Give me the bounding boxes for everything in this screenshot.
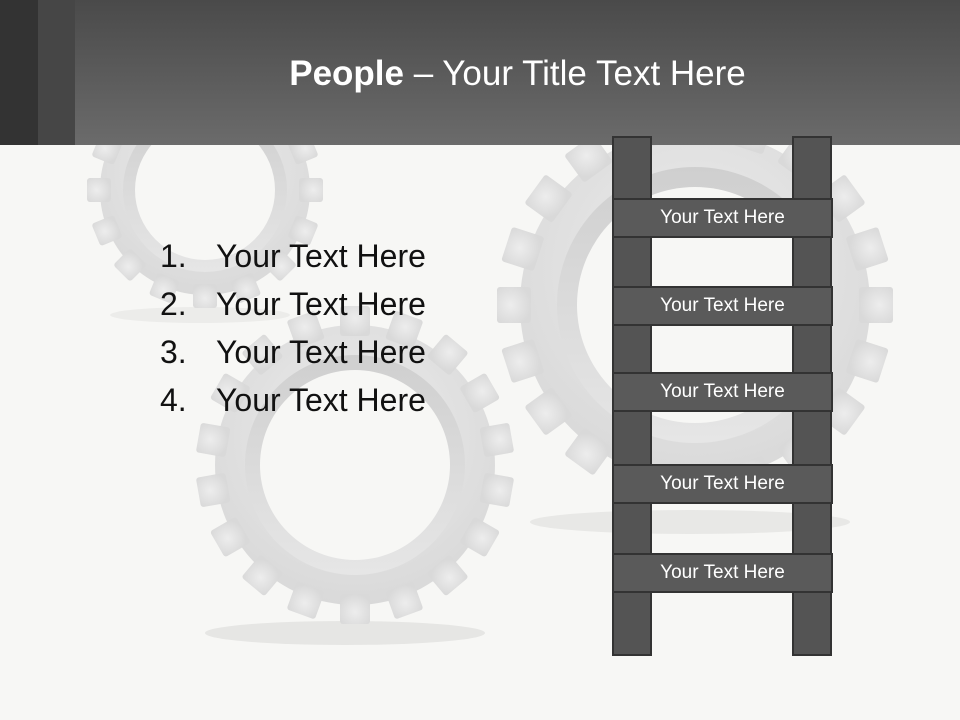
gear-tooth (846, 339, 889, 383)
gear-tooth (385, 311, 423, 349)
gear-tooth (196, 473, 231, 507)
gear-tooth (565, 428, 612, 475)
list-item[interactable]: 1. Your Text Here (160, 232, 426, 280)
gear-tooth (501, 227, 544, 271)
gear-tooth (287, 311, 325, 349)
header-accent-stripe-dark (0, 0, 38, 145)
ladder-rung-5[interactable]: Your Text Here (612, 553, 833, 593)
gear-tooth (149, 273, 180, 303)
gear-tooth (479, 423, 514, 457)
gear-tooth (299, 178, 323, 202)
ladder-rung-2[interactable]: Your Text Here (612, 286, 833, 326)
ladder-rung-4[interactable]: Your Text Here (612, 464, 833, 504)
gear-tooth (385, 581, 423, 619)
list-item-number: 3. (160, 334, 187, 370)
gear-tooth (460, 517, 500, 557)
list-item[interactable]: 4. Your Text Here (160, 376, 426, 424)
list-item-number: 2. (160, 286, 187, 322)
gear-shadow (205, 621, 485, 645)
list-item-text: Your Text Here (216, 382, 426, 418)
numbered-list: 1. Your Text Here 2. Your Text Here 3. Your… (160, 232, 426, 424)
gear-tooth (497, 287, 531, 323)
gear-tooth (242, 555, 283, 596)
gear-shadow (530, 510, 850, 534)
gear-tooth (210, 373, 250, 413)
list-item[interactable]: 2. Your Text Here (160, 280, 426, 328)
gear-icon (87, 145, 323, 308)
gear-tooth (114, 249, 146, 281)
list-item-text: Your Text Here (216, 286, 426, 322)
gear-icon (196, 306, 514, 624)
gear-tooth (230, 273, 261, 303)
slide-title[interactable]: People – Your Title Text Here (75, 52, 960, 96)
gear-tooth (340, 594, 370, 624)
gear-tooth (92, 215, 122, 246)
gear-tooth (846, 227, 889, 271)
ladder-rung-1[interactable]: Your Text Here (612, 198, 833, 238)
gear-tooth (427, 555, 468, 596)
list-item-number: 1. (160, 238, 187, 274)
gear-tooth (340, 306, 370, 336)
gear-tooth (87, 178, 111, 202)
gear-tooth (288, 215, 318, 246)
gear-tooth (193, 284, 217, 308)
gear-tooth (288, 145, 318, 165)
title-rest-text: – Your Title Text Here (403, 54, 746, 93)
gear-tooth (427, 334, 468, 375)
gear-tooth (210, 517, 250, 557)
gear-tooth (859, 287, 893, 323)
gear-tooth (264, 249, 296, 281)
gear-tooth (525, 175, 572, 222)
ladder-rung-3[interactable]: Your Text Here (612, 372, 833, 412)
gear-tooth (525, 388, 572, 435)
gear-tooth (460, 373, 500, 413)
gear-tooth (501, 339, 544, 383)
list-item-number: 4. (160, 382, 187, 418)
gear-tooth (287, 581, 325, 619)
list-item[interactable]: 3. Your Text Here (160, 328, 426, 376)
gear-tooth (242, 334, 283, 375)
gear-shadow (110, 307, 290, 323)
header-accent-stripe (38, 0, 75, 145)
gear-tooth (92, 145, 122, 165)
gear-tooth (196, 423, 231, 457)
title-bar: People – Your Title Text Here (0, 0, 960, 145)
gear-tooth (565, 145, 612, 182)
list-item-text: Your Text Here (216, 238, 426, 274)
title-bold-text: People (289, 54, 404, 93)
gear-tooth (479, 473, 514, 507)
list-item-text: Your Text Here (216, 334, 426, 370)
